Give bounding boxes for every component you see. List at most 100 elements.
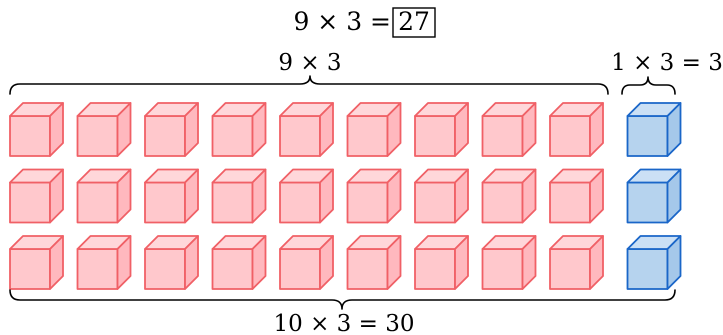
cube-front-face bbox=[279, 115, 321, 157]
red-cube bbox=[549, 168, 604, 224]
cube-side-face bbox=[319, 235, 334, 290]
cube-front-face bbox=[211, 115, 254, 157]
cube-front-face bbox=[549, 115, 591, 157]
red-cube bbox=[346, 168, 402, 224]
cube-front-face bbox=[481, 248, 524, 290]
cube-side-face bbox=[49, 168, 64, 224]
red-cube bbox=[481, 235, 537, 290]
cube-front-face bbox=[211, 248, 254, 290]
red-cube bbox=[144, 102, 199, 157]
cube-side-face bbox=[251, 102, 267, 157]
cube-side-face bbox=[521, 102, 537, 157]
cube-side-face bbox=[184, 235, 199, 290]
cube-front-face bbox=[76, 248, 119, 290]
red-cube bbox=[76, 102, 132, 157]
cube-side-face bbox=[454, 168, 469, 224]
cube-front-face bbox=[9, 115, 51, 157]
red-cube bbox=[211, 168, 267, 224]
cube-side-face bbox=[386, 168, 402, 224]
red-cube bbox=[346, 235, 402, 290]
cube-front-face bbox=[481, 181, 524, 224]
cube-front-face bbox=[346, 181, 389, 224]
cube-side-face bbox=[386, 235, 402, 290]
blue-cube bbox=[626, 235, 682, 290]
cube-front-face bbox=[9, 248, 51, 290]
red-cube bbox=[144, 235, 199, 290]
cube-side-face bbox=[589, 235, 604, 290]
cube-front-face bbox=[626, 248, 669, 290]
cube-side-face bbox=[589, 102, 604, 157]
red-cube bbox=[279, 168, 334, 224]
cube-front-face bbox=[279, 181, 321, 224]
cube-side-face bbox=[184, 102, 199, 157]
red-cube bbox=[9, 235, 64, 290]
equation: 9 × 3 = 27 bbox=[293, 7, 436, 38]
cube-front-face bbox=[9, 181, 51, 224]
red-cube bbox=[549, 235, 604, 290]
red-group-top-brace bbox=[9, 75, 609, 95]
red-cube bbox=[481, 102, 537, 157]
cube-side-face bbox=[386, 102, 402, 157]
cube-front-face bbox=[144, 115, 186, 157]
red-group-label: 9 × 3 bbox=[278, 50, 341, 76]
cube-side-face bbox=[319, 102, 334, 157]
total-bottom-brace bbox=[9, 289, 676, 310]
cube-side-face bbox=[251, 235, 267, 290]
cube-side-face bbox=[454, 102, 469, 157]
red-cube bbox=[346, 102, 402, 157]
cube-front-face bbox=[76, 115, 119, 157]
cube-side-face bbox=[116, 235, 132, 290]
cube-side-face bbox=[666, 168, 682, 224]
blue-group-label: 1 × 3 = 3 bbox=[611, 50, 723, 76]
cube-front-face bbox=[144, 181, 186, 224]
cube-side-face bbox=[251, 168, 267, 224]
red-cube bbox=[549, 102, 604, 157]
equation-answer: 27 bbox=[398, 7, 430, 36]
total-label: 10 × 3 = 30 bbox=[274, 311, 415, 335]
cube-side-face bbox=[184, 168, 199, 224]
cube-side-face bbox=[116, 168, 132, 224]
cube-side-face bbox=[666, 235, 682, 290]
equation-lhs: 9 × 3 = bbox=[293, 7, 391, 36]
red-cube bbox=[279, 235, 334, 290]
cube-front-face bbox=[549, 248, 591, 290]
blue-cube bbox=[626, 102, 682, 157]
cube-front-face bbox=[549, 181, 591, 224]
red-cube bbox=[211, 102, 267, 157]
cube-array bbox=[9, 102, 682, 290]
cube-front-face bbox=[414, 248, 456, 290]
cube-side-face bbox=[49, 102, 64, 157]
answer-box bbox=[392, 7, 436, 38]
cube-side-face bbox=[454, 235, 469, 290]
red-cube bbox=[76, 168, 132, 224]
red-cube bbox=[76, 235, 132, 290]
red-cube bbox=[9, 102, 64, 157]
cube-front-face bbox=[414, 115, 456, 157]
red-cube bbox=[481, 168, 537, 224]
cube-side-face bbox=[49, 235, 64, 290]
red-cube bbox=[279, 102, 334, 157]
cube-side-face bbox=[521, 168, 537, 224]
cube-front-face bbox=[346, 115, 389, 157]
cube-front-face bbox=[76, 181, 119, 224]
cube-front-face bbox=[279, 248, 321, 290]
cube-front-face bbox=[346, 248, 389, 290]
blue-cube bbox=[626, 168, 682, 224]
cube-front-face bbox=[211, 181, 254, 224]
cube-side-face bbox=[319, 168, 334, 224]
red-cube bbox=[414, 235, 469, 290]
cube-front-face bbox=[144, 248, 186, 290]
cube-front-face bbox=[414, 181, 456, 224]
cube-front-face bbox=[626, 181, 669, 224]
red-cube bbox=[414, 102, 469, 157]
red-cube bbox=[414, 168, 469, 224]
red-cube bbox=[144, 168, 199, 224]
blue-group-top-brace bbox=[621, 76, 676, 95]
cube-side-face bbox=[521, 235, 537, 290]
red-cube bbox=[9, 168, 64, 224]
cube-front-face bbox=[626, 115, 669, 157]
cube-side-face bbox=[116, 102, 132, 157]
red-cube bbox=[211, 235, 267, 290]
cube-side-face bbox=[589, 168, 604, 224]
